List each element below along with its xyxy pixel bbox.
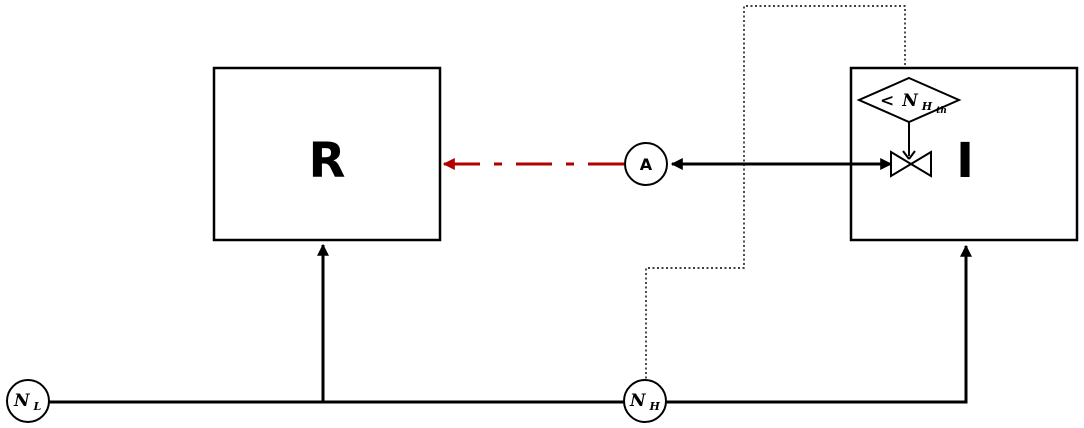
box-r [212,66,442,242]
node-nl [6,379,50,423]
node-nh-main: N [629,391,647,411]
node-nl-label: N L [13,391,42,413]
actuator-a [624,142,668,186]
valve-stem-tick-2 [908,150,916,160]
box-i-label: I [956,133,974,189]
node-nl-main: N [13,391,31,411]
condition-diamond [856,76,962,124]
condition-prefix: < [880,91,894,111]
node-nh [623,379,667,423]
condition-main: N [901,91,919,111]
node-nl-sub: L [33,400,42,413]
box-i [849,66,1079,242]
dotted-control-line [645,5,906,383]
valve-stem-tick [902,150,910,160]
main-flow-line-right [665,244,972,404]
node-nh-label: N H [629,391,661,413]
condition-sub: H [921,100,933,113]
box-r-label: R [309,133,346,189]
valve-icon-right [909,150,932,178]
valve-icon [890,150,913,178]
node-nh-sub: H [649,400,661,413]
condition-label: < N H th [880,91,947,116]
actuator-a-label: A [640,155,653,174]
condition-subsub: th [936,106,947,116]
